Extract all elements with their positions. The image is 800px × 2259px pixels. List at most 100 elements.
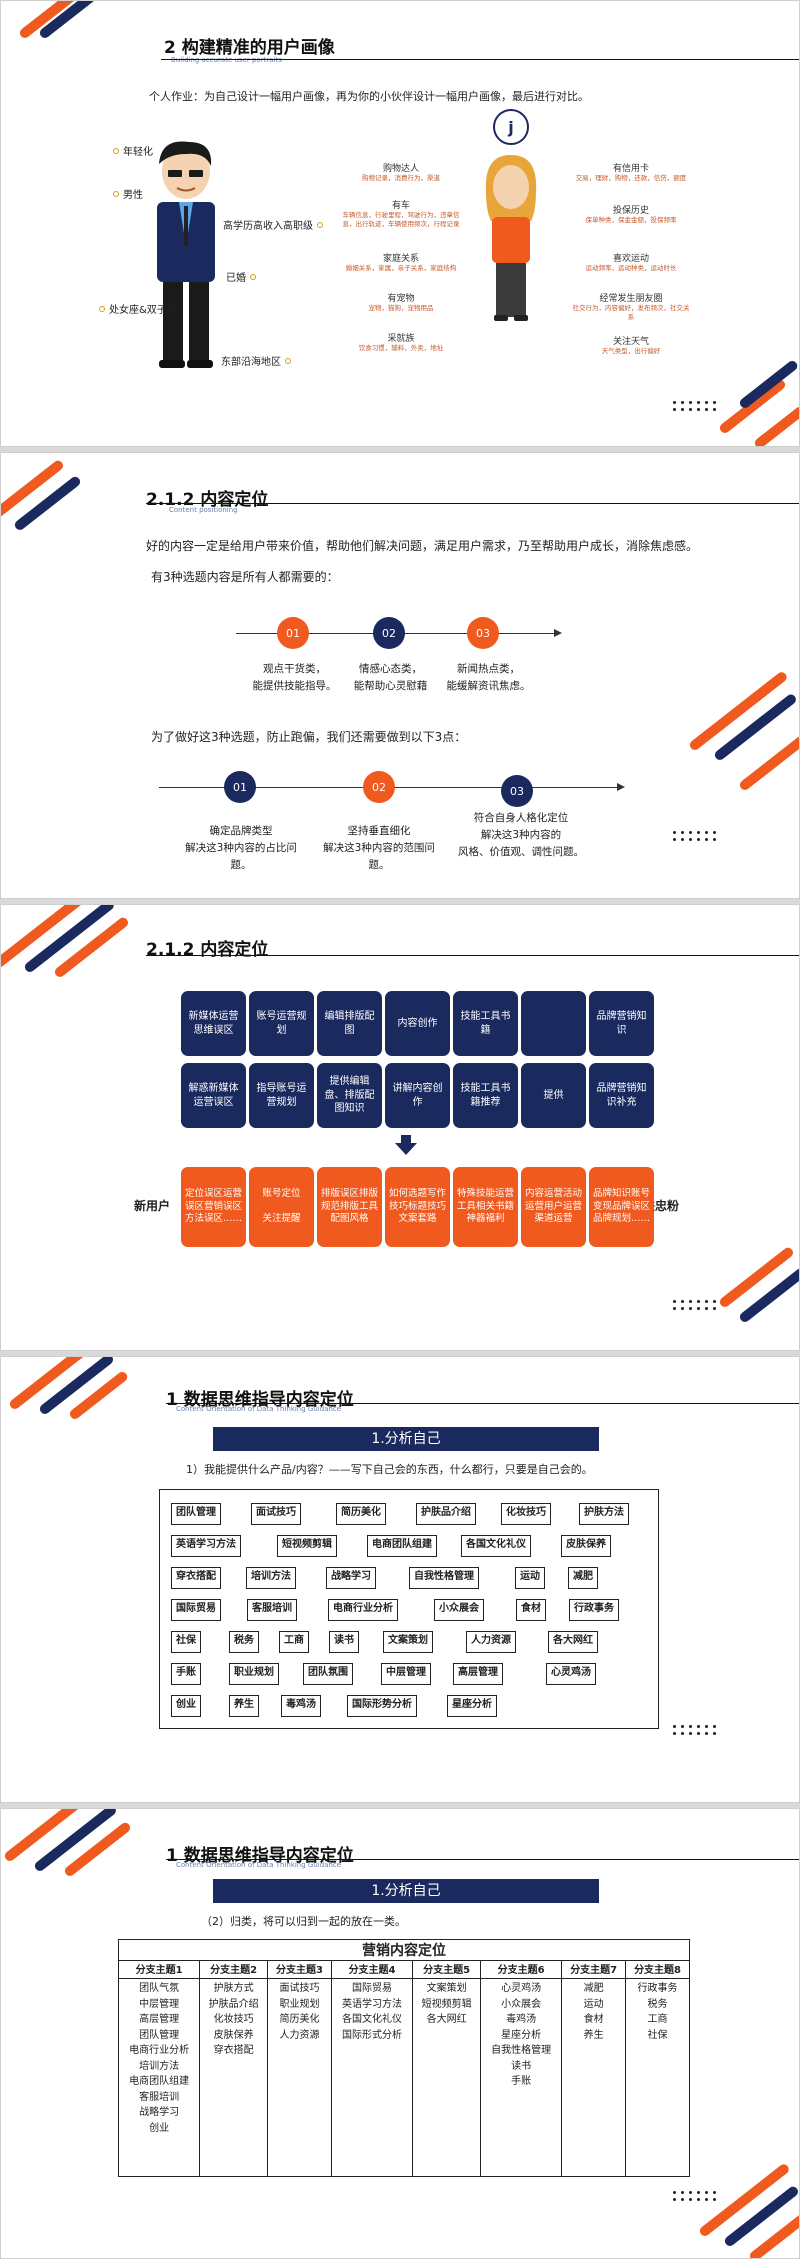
skill-chip: 自我性格管理 [409, 1567, 479, 1589]
table-column: 国际贸易英语学习方法各国文化礼仪国际形式分析 [330, 1978, 414, 2177]
question-text: 1）我能提供什么产品/内容？——写下自己会的东西，什么都行，只要是自己会的。 [186, 1463, 593, 1476]
attr-left-0: 购物达人购物记录，消费行为，渠道 [362, 164, 440, 182]
skill-chip: 运动 [515, 1567, 545, 1589]
skill-chip: 行政事务 [569, 1599, 619, 1621]
skill-chip: 中层管理 [381, 1663, 431, 1685]
skill-chip: 国际形势分析 [347, 1695, 417, 1717]
skill-chip: 各国文化礼仪 [461, 1535, 531, 1557]
section-bar: 1.分析自己 [213, 1427, 599, 1451]
skill-chip: 化妆技巧 [501, 1503, 551, 1525]
slide-categorize: 1 数据思维指导内容定位 Content Orientation of Data… [0, 1808, 800, 2259]
decor-stripe [737, 358, 799, 410]
practice-line: 为了做好这3种选题，防止跑偏，我们还需要做到以下3点： [151, 730, 467, 744]
attr-left-1: 有车车辆信息，行驶里程，驾驶行为，违章信息，出行轨迹，车辆使用频次，行程记录 [342, 201, 460, 229]
note-text: （2）归类，将可以归到一起的放在一类。 [201, 1915, 406, 1928]
skill-chip: 手账 [171, 1663, 201, 1685]
skill-chip: 人力资源 [466, 1631, 516, 1653]
bullet-icon [113, 190, 119, 197]
decor-dots [673, 831, 717, 841]
matrix-cell: 技能工具书籍推荐 [453, 1063, 518, 1128]
attr-right-0: 有信用卡交易，理财，购物，还款，信贷，额度 [575, 164, 687, 182]
table-column: 减肥运动食材养生 [561, 1978, 627, 2177]
decor-stripe [717, 1245, 795, 1309]
skill-chip: 客服培训 [247, 1599, 297, 1621]
skill-chip: 税务 [229, 1631, 259, 1653]
label-male: 男性 [113, 186, 143, 201]
matrix-cell-orange: 特殊技能运营工具相关书籍神器福利 [453, 1167, 518, 1247]
slide-user-portrait: 2 构建精准的用户画像 Building accurate user portr… [0, 0, 800, 447]
table-title: 营销内容定位 [118, 1939, 690, 1961]
slide-subhead: Content Orientation of Data Thinking Gui… [176, 1405, 342, 1413]
matrix-cell [521, 991, 586, 1056]
slide-analyze-self: 1 数据思维指导内容定位 Content Orientation of Data… [0, 1356, 800, 1803]
heading-rule [146, 955, 799, 956]
skill-chip: 团队氛围 [303, 1663, 353, 1685]
step-circle: 02 [363, 771, 395, 803]
step-caption: 符合自身人格化定位 解决这3种内容的 风格、价值观、调性问题。 [458, 812, 584, 858]
logo-icon: j [493, 109, 529, 145]
skill-chip: 护肤方法 [579, 1503, 629, 1525]
table-header: 分支主题2 [199, 1960, 269, 1979]
slide-heading: 2.1.2 内容定位 [146, 940, 269, 960]
intro-line: 好的内容一定是给用户带来价值，帮助他们解决问题，满足用户需求，乃至帮助用户成长，… [146, 539, 699, 553]
bullet-icon [99, 305, 105, 312]
matrix-cell: 编辑排版配图 [317, 991, 382, 1056]
skill-chip: 养生 [229, 1695, 259, 1717]
section-bar: 1.分析自己 [213, 1879, 599, 1903]
decor-dots [673, 401, 717, 411]
slide-heading: 2.1.2 内容定位 [146, 490, 269, 510]
arrowhead-icon [554, 629, 562, 637]
step-circle: 01 [224, 771, 256, 803]
matrix-cell: 指导账号运营规划 [249, 1063, 314, 1128]
skills-box [159, 1489, 659, 1729]
decor-dots [673, 1300, 717, 1310]
decor-stripe [722, 2184, 799, 2248]
step-caption: 观点干货类， 能提供技能指导。 [252, 663, 337, 692]
decor-stripe [752, 405, 799, 446]
matrix-cell: 技能工具书籍 [453, 991, 518, 1056]
skill-chip: 食材 [516, 1599, 546, 1621]
matrix-cell: 提供编辑盘、排版配图知识 [317, 1063, 382, 1128]
table-column: 文案策划短视频剪辑各大网红 [412, 1978, 482, 2177]
slide-content-positioning: 2.1.2 内容定位 Content positioning 好的内容一定是给用… [0, 452, 800, 899]
slide-subhead: Building accurate user portraits [171, 56, 282, 64]
skill-chip: 团队管理 [171, 1503, 221, 1525]
skill-chip: 高层管理 [453, 1663, 503, 1685]
skill-chip: 各大网红 [548, 1631, 598, 1653]
matrix-cell: 品牌营销知识补充 [589, 1063, 654, 1128]
table-header: 分支主题8 [625, 1960, 690, 1979]
attr-right-4: 关注天气天气类型，出行偏好 [601, 337, 661, 355]
skill-chip: 读书 [329, 1631, 359, 1653]
decor-stripe [62, 1820, 133, 1878]
attr-right-1: 投保历史保单种类，保金金额，投保频率 [585, 206, 677, 224]
arrowhead-icon [617, 783, 625, 791]
skill-chip: 国际贸易 [171, 1599, 221, 1621]
matrix-cell: 内容创作 [385, 991, 450, 1056]
skill-chip: 英语学习方法 [171, 1535, 241, 1557]
table-header: 分支主题6 [480, 1960, 563, 1979]
matrix-cell: 讲解内容创作 [385, 1063, 450, 1128]
skill-chip: 电商团队组建 [367, 1535, 437, 1557]
step-caption: 坚持垂直细化 解决这3种内容的范围问题。 [323, 825, 435, 871]
down-arrow-icon [395, 1135, 417, 1155]
step-circle: 03 [467, 617, 499, 649]
skill-chip: 毒鸡汤 [281, 1695, 321, 1717]
female-avatar [485, 155, 537, 321]
table-header: 分支主题1 [117, 1960, 201, 1979]
skill-chip: 创业 [171, 1695, 201, 1717]
step-caption: 情感心态类， 能帮助心灵慰藉 [353, 663, 428, 692]
heading-rule [166, 1859, 799, 1860]
label-new-user: 新用户 [134, 1199, 171, 1213]
table-header: 分支主题4 [330, 1960, 414, 1979]
attr-left-4: 采就族饮食习惯，辅料，外卖，地址 [358, 334, 444, 352]
skill-chip: 职业规划 [229, 1663, 279, 1685]
matrix-cell-orange: 定位误区运营误区营销误区方法误区…… [181, 1167, 246, 1247]
skill-chip: 减肥 [568, 1567, 598, 1589]
skill-chip: 小众展会 [434, 1599, 484, 1621]
heading-rule [146, 503, 799, 504]
skill-chip: 培训方法 [246, 1567, 296, 1589]
slide-heading: 2 构建精准的用户画像 [164, 38, 335, 58]
table-column: 行政事务税务工商社保 [625, 1978, 690, 2177]
skill-chip: 文案策划 [383, 1631, 433, 1653]
decor-dots [673, 2191, 717, 2201]
